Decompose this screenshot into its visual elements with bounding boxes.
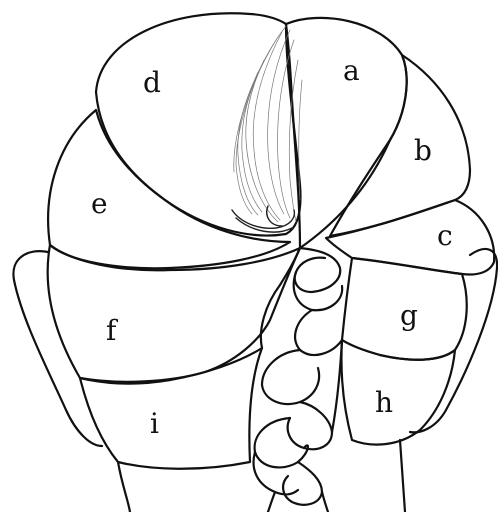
neck-right-outline (400, 440, 405, 512)
section-d-outline (96, 13, 300, 235)
label-h: h (375, 386, 393, 419)
section-h-outline (341, 340, 455, 445)
label-f: f (106, 314, 119, 347)
label-e: e (91, 187, 108, 220)
neck-left-outline (118, 462, 130, 512)
section-a-outline (286, 18, 407, 248)
label-a: a (343, 54, 360, 87)
label-i: i (150, 407, 159, 440)
braid-icon (254, 248, 343, 512)
label-d: d (143, 66, 161, 99)
section-i-outline (80, 348, 262, 469)
section-f-outline (48, 245, 300, 382)
label-b: b (414, 134, 432, 167)
label-c: c (437, 219, 453, 252)
left-ear-icon (13, 251, 102, 446)
right-ear-icon (410, 249, 497, 432)
section-e-outline (48, 110, 290, 268)
label-g: g (400, 299, 418, 332)
crown-hair-strokes (232, 26, 302, 232)
